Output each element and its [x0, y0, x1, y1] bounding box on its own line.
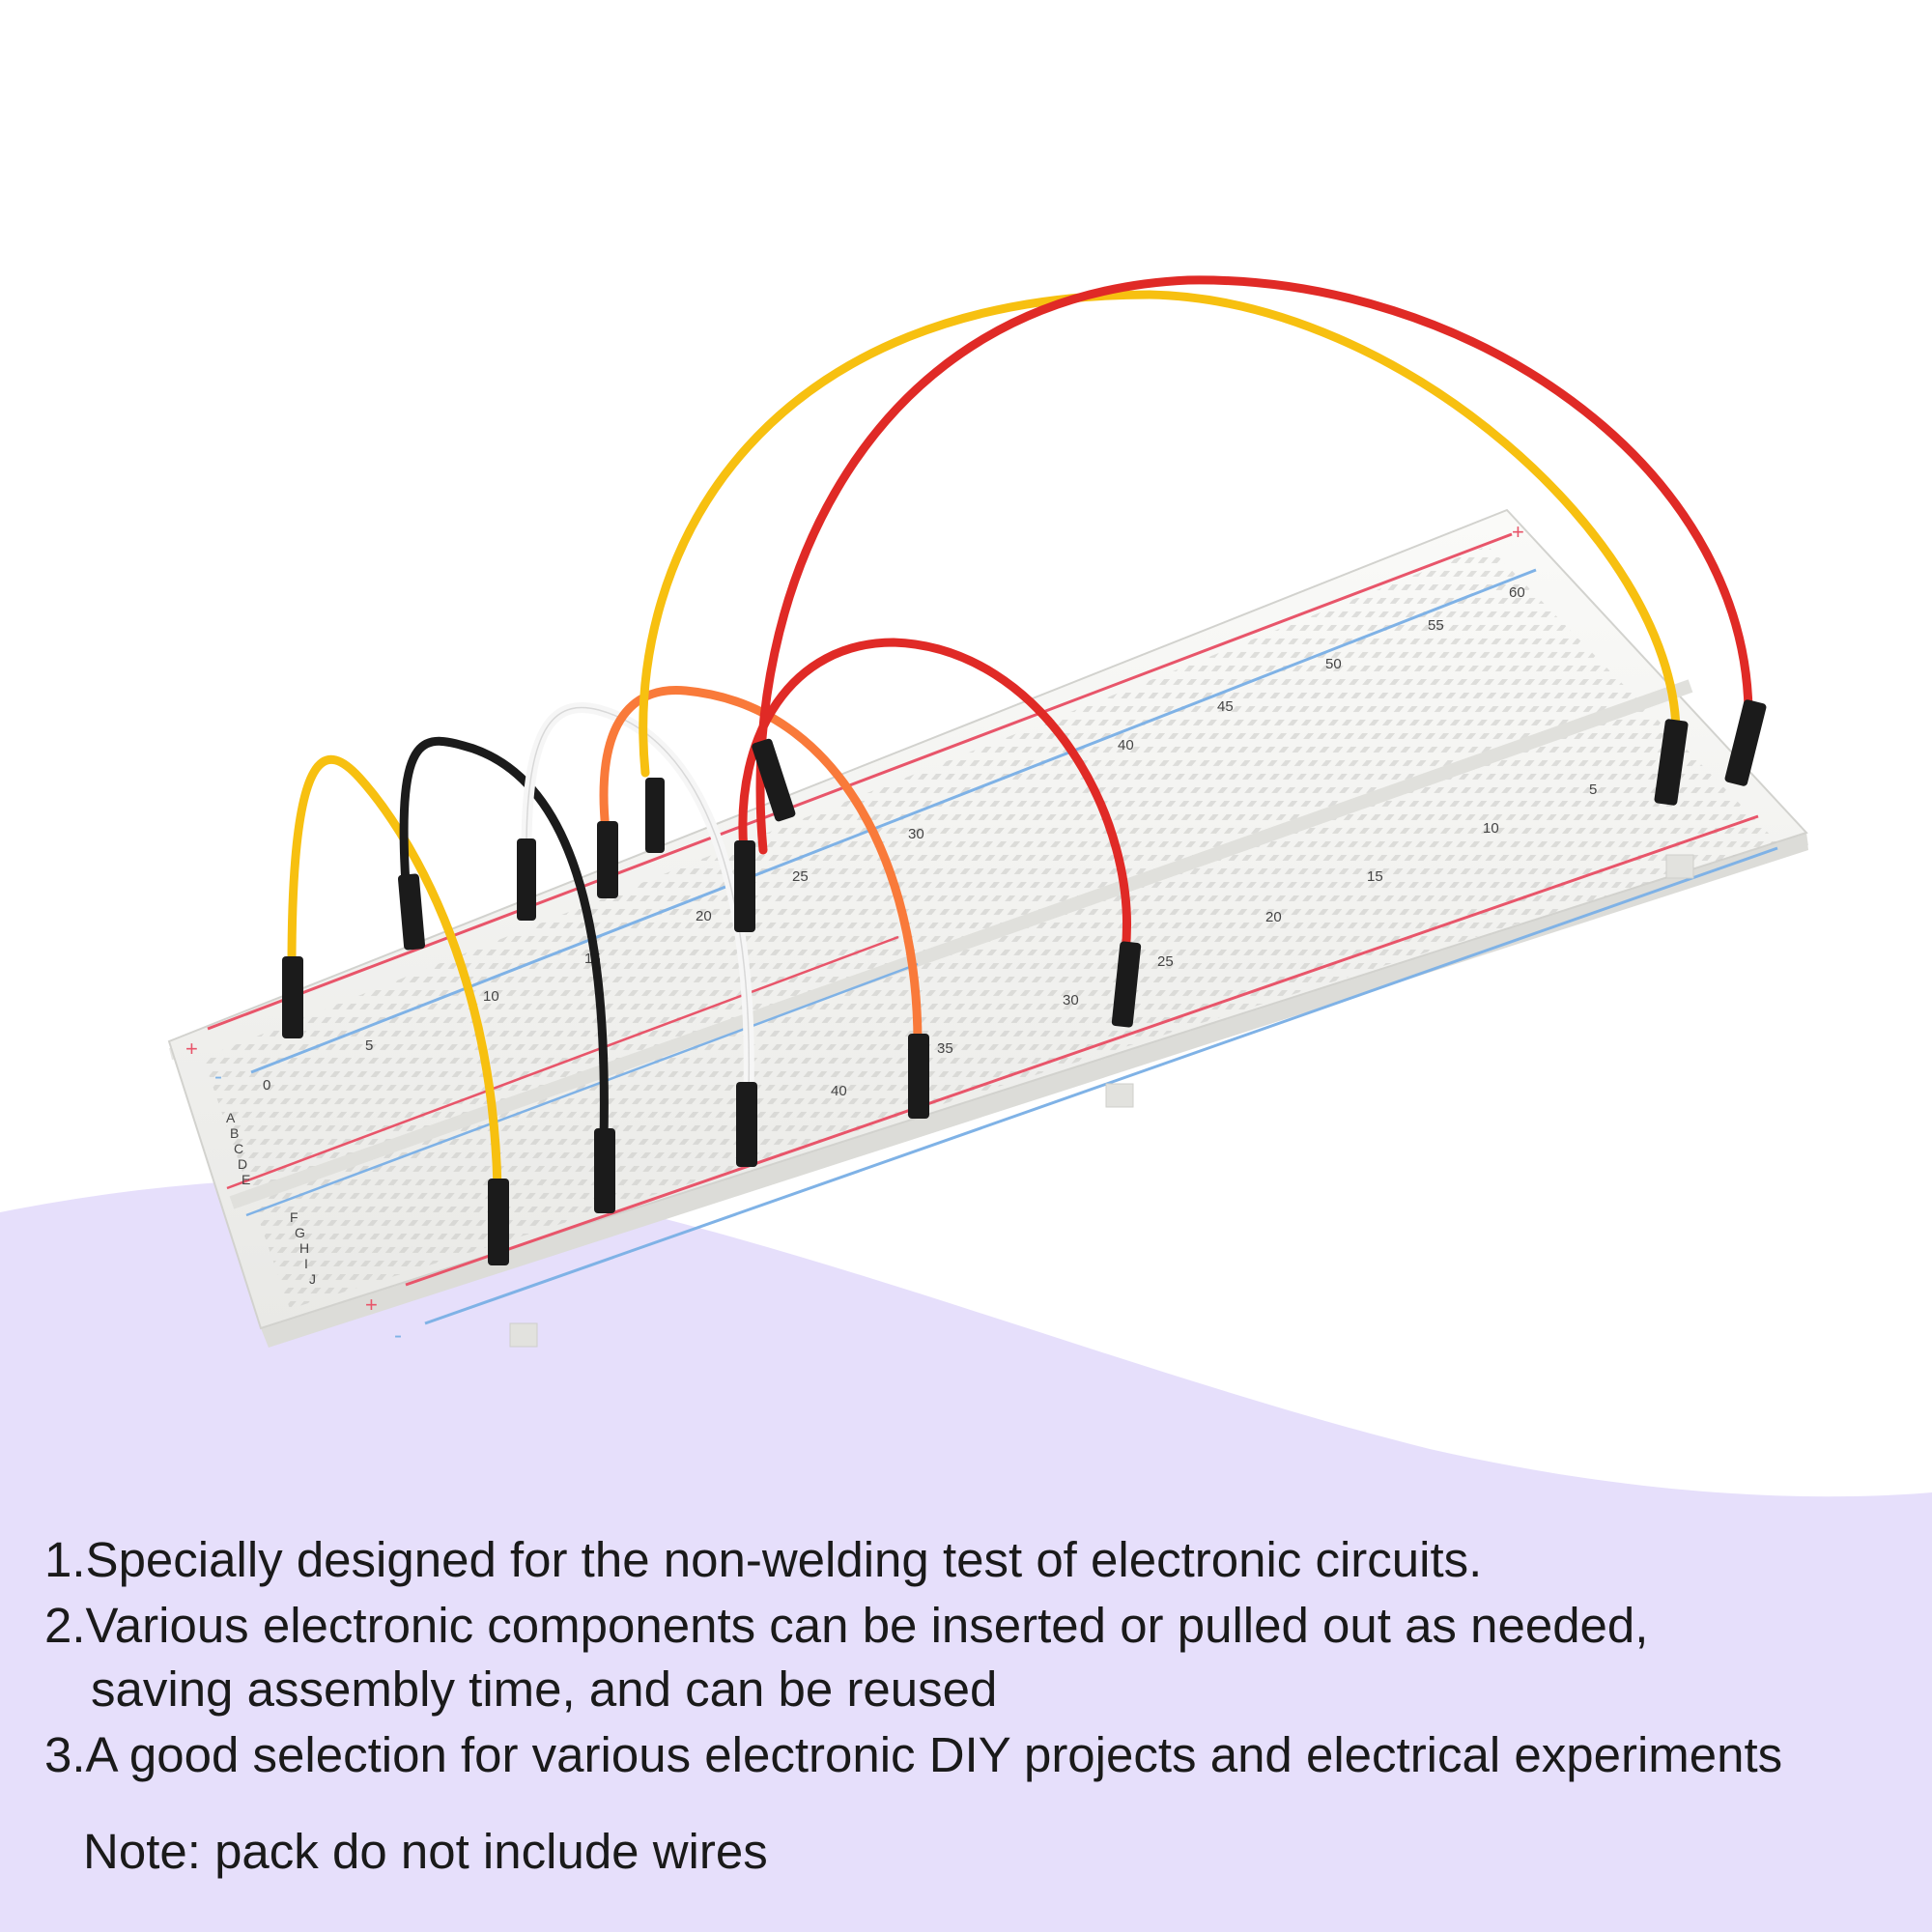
column-number: 30 [1063, 992, 1079, 1009]
wire-orange [599, 685, 923, 1048]
wire-black [399, 736, 609, 1145]
row-letter: I [304, 1256, 308, 1271]
row-letter: G [295, 1225, 305, 1240]
feature-list: 1.Specially designed for the non-welding… [44, 1528, 1909, 1787]
connector-housing [282, 956, 303, 1038]
column-number: 40 [831, 1083, 847, 1099]
row-letter: E [242, 1172, 250, 1187]
column-number: 60 [1509, 584, 1525, 601]
connector-housing [752, 738, 796, 822]
column-number: 50 [1325, 656, 1342, 672]
wire-yellow-small [287, 754, 502, 1193]
rail-blue-bottom [424, 846, 1778, 1325]
column-number: 25 [1157, 953, 1174, 970]
row-letter: A [226, 1110, 236, 1125]
mounting-slot [509, 1322, 538, 1348]
row-letters-left: A B C D E [226, 1110, 250, 1187]
jumper-wires [287, 275, 1753, 1193]
feature-number: 2. [44, 1598, 86, 1653]
wire-connectors [282, 699, 1767, 1265]
mounting-slot [1105, 1083, 1134, 1108]
connector-housing [734, 840, 755, 932]
connector-housing [1111, 941, 1142, 1028]
column-numbers-right: 40 45 50 55 60 [1118, 584, 1525, 753]
rail-minus-marker-lower: - [394, 1322, 402, 1349]
feature-item: 2.Various electronic components can be i… [44, 1594, 1909, 1721]
column-number: 10 [1483, 820, 1499, 837]
feature-number: 3. [44, 1727, 86, 1782]
connector-housing [908, 1034, 929, 1119]
row-letter: D [238, 1156, 247, 1172]
column-number: 35 [937, 1040, 953, 1057]
rail-red-top [207, 532, 1513, 1031]
wire-yellow-long [639, 290, 1681, 778]
rail-plus-marker: + [185, 1037, 198, 1061]
connector-housing [397, 873, 426, 951]
column-number: 25 [792, 868, 809, 885]
rail-plus-marker-far: + [1512, 520, 1524, 544]
column-number: 5 [1589, 781, 1597, 798]
feature-text-continuation: saving assembly time, and can be reused [91, 1662, 998, 1717]
row-letter: H [299, 1240, 309, 1256]
rail-red-bottom [405, 814, 1759, 1287]
column-number: 15 [1367, 868, 1383, 885]
connector-housing [594, 1128, 615, 1213]
connector-housing [488, 1179, 509, 1265]
column-number: 20 [696, 908, 712, 924]
breadboard-front-face [261, 833, 1808, 1348]
rail-minus-marker: - [214, 1064, 222, 1090]
column-number: 55 [1428, 617, 1444, 634]
breadboard: + - + - + 0 5 10 15 20 25 30 35 40 40 45… [167, 508, 1808, 1349]
connector-housing [1654, 719, 1689, 806]
connector-housing [736, 1082, 757, 1167]
feature-text: A good selection for various electronic … [85, 1727, 1783, 1782]
row-letter: C [234, 1141, 243, 1156]
connector-housing [517, 838, 536, 921]
connector-housing [1724, 699, 1767, 786]
column-number: 0 [263, 1077, 270, 1094]
row-letter: J [309, 1271, 316, 1287]
column-number: 45 [1217, 698, 1234, 715]
column-number: 5 [365, 1037, 373, 1054]
feature-number: 1. [44, 1532, 86, 1587]
row-letters-lower: F G H I J [290, 1209, 316, 1287]
column-number: 20 [1265, 909, 1282, 925]
feature-text: Specially designed for the non-welding t… [85, 1532, 1483, 1587]
mounting-slot [1665, 854, 1694, 879]
column-number: 30 [908, 826, 924, 842]
center-trench [229, 679, 1693, 1209]
connector-housing [645, 778, 665, 853]
column-number: 10 [483, 988, 499, 1005]
feature-item: 3.A good selection for various electroni… [44, 1723, 1909, 1787]
row-letter: B [230, 1125, 239, 1141]
rail-red-middle [226, 935, 899, 1190]
column-number: 40 [1118, 737, 1134, 753]
wire-red-long [755, 275, 1753, 855]
rail-blue-middle [245, 962, 919, 1217]
row-letter: F [290, 1209, 298, 1225]
note-text: Note: pack do not include wires [83, 1824, 768, 1879]
feature-text: Various electronic components can be ins… [85, 1598, 1649, 1653]
lavender-wave-background [0, 1178, 1932, 1932]
rail-plus-marker-lower: + [365, 1293, 378, 1317]
wire-white-outline [526, 706, 751, 1093]
connector-housing [597, 821, 618, 898]
column-numbers-far: 5 10 15 20 25 30 [1063, 781, 1597, 1009]
feature-item: 1.Specially designed for the non-welding… [44, 1528, 1909, 1592]
